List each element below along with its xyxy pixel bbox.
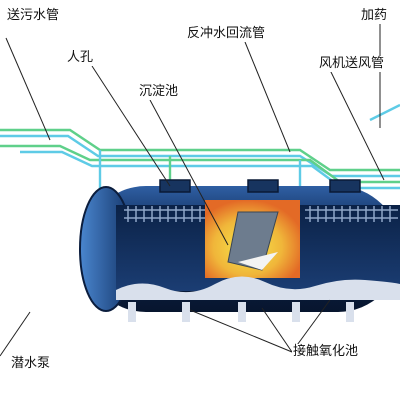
leader-pump <box>0 311 31 357</box>
pipe-upper-green <box>0 128 400 172</box>
pipe-diagonal-top <box>369 103 400 122</box>
label-submersible-pump: 潜水泵 <box>10 356 52 372</box>
leader-blower <box>329 69 385 181</box>
label-backwash-pipe: 反冲水回流管 <box>186 26 267 42</box>
sludge-layer <box>116 276 400 300</box>
media-grate-right <box>305 206 398 222</box>
manhole-cover-1 <box>159 179 191 193</box>
leader-contact-3 <box>291 299 331 353</box>
label-sewage-pipe: 送污水管 <box>6 8 61 24</box>
leader-contact-1 <box>189 309 293 353</box>
manhole-cover-2 <box>247 179 279 193</box>
leader-settling <box>149 99 229 246</box>
pipe-upper-cyan <box>0 134 400 178</box>
leader-lines <box>0 22 385 357</box>
tank-supports <box>128 302 354 322</box>
leader-backwash <box>244 41 291 153</box>
media-grate-left <box>124 206 205 222</box>
leader-contact-2 <box>261 307 293 353</box>
manhole-cover-3 <box>329 179 361 193</box>
label-blower-pipe: 风机送风管 <box>318 56 386 72</box>
label-settling-tank: 沉淀池 <box>138 84 180 100</box>
leader-sewage-pipe <box>5 37 51 141</box>
settling-baffle-light <box>238 252 278 270</box>
label-manhole: 人孔 <box>66 50 95 66</box>
label-contact-oxidation-tank: 接触氧化池 <box>292 344 360 360</box>
tank-body <box>79 179 400 322</box>
label-dosing: 加药 <box>360 8 389 24</box>
leader-manhole <box>91 65 171 187</box>
